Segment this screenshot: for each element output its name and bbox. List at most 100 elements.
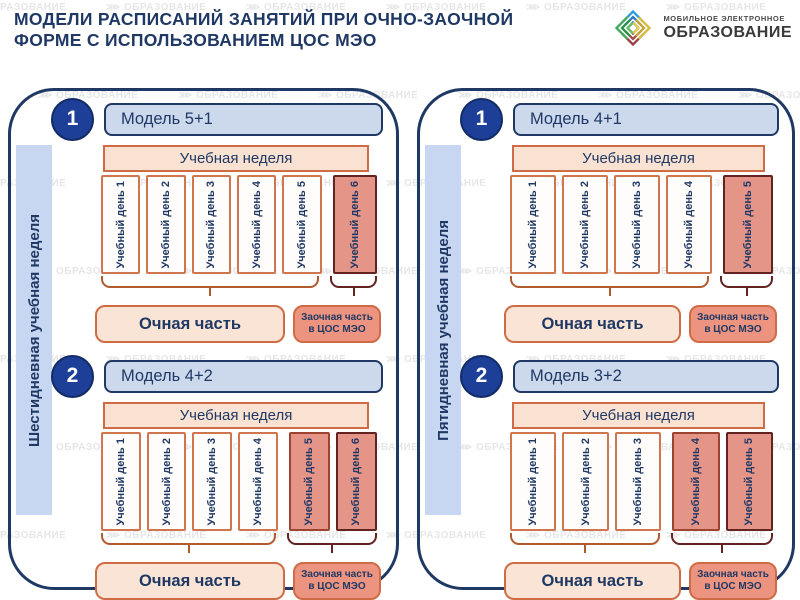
model-name: Модель 5+1 [104, 102, 383, 136]
remote-bracket [720, 276, 773, 288]
day-column: Учебный день 2 [146, 175, 186, 274]
inperson-bracket [101, 533, 277, 545]
meo-chevron-logo-icon [615, 9, 652, 47]
day-column-remote: Учебный день 5 [288, 432, 330, 531]
inperson-label: Очная часть [95, 305, 285, 343]
day-label: Учебный день 4 [250, 180, 263, 269]
day-column-remote: Учебный день 4 [672, 432, 720, 531]
model-number-badge: 2 [51, 354, 94, 398]
inperson-days-group: Учебный день 1 Учебный день 2 Учебный де… [510, 175, 712, 274]
days-row: Учебный день 1 Учебный день 2 Учебный де… [510, 432, 774, 531]
day-column: Учебный день 1 [510, 175, 556, 274]
meo-logo-text: МОБИЛЬНОЕ ЭЛЕКТРОННОЕ ОБРАЗОВАНИЕ [663, 15, 792, 41]
remote-days-group: Учебный день 5 [722, 175, 773, 274]
inperson-label: Очная часть [95, 562, 285, 600]
day-label: Учебный день 6 [350, 437, 363, 526]
remote-days-group: Учебный день 4 Учебный день 5 [672, 432, 774, 531]
days-row: Учебный день 1 Учебный день 2 Учебный де… [101, 175, 377, 274]
day-column: Учебный день 4 [237, 175, 277, 274]
model-number-badge: 1 [460, 97, 503, 141]
day-label: Учебный день 4 [251, 437, 264, 526]
day-column: Учебный день 4 [238, 432, 278, 531]
model-name: Модель 4+2 [104, 359, 383, 393]
model-4plus2: 2 Модель 4+2 Учебная неделя Учебный день… [51, 353, 383, 600]
meo-logo: МОБИЛЬНОЕ ЭЛЕКТРОННОЕ ОБРАЗОВАНИЕ [610, 6, 792, 50]
inperson-bracket [510, 276, 710, 288]
bottom-row: Очная часть Заочная часть в ЦОС МЭО [504, 562, 777, 600]
day-column: Учебный день 4 [665, 175, 712, 274]
slide-header: МОДЕЛИ РАСПИСАНИЙ ЗАНЯТИЙ ПРИ ОЧНО-ЗАОЧН… [0, 0, 800, 86]
day-label: Учебный день 5 [303, 437, 316, 526]
day-label: Учебный день 2 [160, 180, 173, 269]
day-column: Учебный день 3 [613, 175, 660, 274]
bottom-row: Очная часть Заочная часть в ЦОС МЭО [504, 305, 777, 343]
day-label: Учебный день 1 [114, 180, 127, 269]
remote-label: Заочная часть в ЦОС МЭО [689, 305, 777, 343]
remote-days-group: Учебный день 6 [332, 175, 377, 274]
model-name: Модель 3+2 [513, 359, 779, 393]
day-label: Учебный день 1 [527, 437, 540, 526]
bracket-row [510, 533, 773, 555]
remote-label: Заочная часть в ЦОС МЭО [689, 562, 777, 600]
bottom-row: Очная часть Заочная часть в ЦОС МЭО [95, 562, 381, 600]
day-column-remote: Учебный день 5 [725, 432, 774, 531]
inperson-days-group: Учебный день 1 Учебный день 2 Учебный де… [101, 175, 322, 274]
inperson-days-group: Учебный день 1 Учебный день 2 Учебный де… [510, 432, 662, 531]
inperson-label: Очная часть [504, 562, 681, 600]
model-head: 1 Модель 5+1 [51, 96, 383, 142]
page-title: МОДЕЛИ РАСПИСАНИЙ ЗАНЯТИЙ ПРИ ОЧНО-ЗАОЧН… [14, 9, 513, 51]
day-column: Учебный день 5 [282, 175, 322, 274]
day-column-remote: Учебный день 6 [335, 432, 378, 531]
page-title-line1: МОДЕЛИ РАСПИСАНИЙ ЗАНЯТИЙ ПРИ ОЧНО-ЗАОЧН… [14, 9, 514, 29]
model-number: 1 [475, 107, 488, 130]
logo-line2: ОБРАЗОВАНИЕ [663, 23, 792, 41]
logo-line1: МОБИЛЬНОЕ ЭЛЕКТРОННОЕ [663, 14, 785, 24]
day-label: Учебный день 3 [205, 180, 218, 269]
day-label: Учебный день 4 [682, 180, 695, 269]
day-label: Учебный день 5 [743, 437, 756, 526]
day-column: Учебный день 1 [101, 175, 141, 274]
remote-bracket [330, 276, 377, 288]
bottom-row: Очная часть Заочная часть в ЦОС МЭО [95, 305, 381, 343]
day-column-remote: Учебный день 6 [332, 175, 377, 274]
remote-bracket [671, 533, 773, 545]
panel-content: 1 Модель 5+1 Учебная неделя Учебный день… [51, 96, 383, 600]
day-label: Учебный день 6 [348, 180, 361, 269]
inperson-label: Очная часть [504, 305, 681, 343]
day-label: Учебный день 2 [160, 437, 173, 526]
days-row: Учебный день 1 Учебный день 2 Учебный де… [101, 432, 378, 531]
day-label: Учебный день 1 [114, 437, 127, 526]
day-label: Учебный день 1 [526, 180, 539, 269]
week-label: Учебная неделя [103, 402, 369, 429]
panel-five-day-week: Пятидневная учебная неделя 1 Модель 4+1 … [417, 88, 795, 600]
panel-six-day-week: Шестидневная учебная неделя 1 Модель 5+1… [8, 88, 399, 600]
page-title-line2: ФОРМЕ С ИСПОЛЬЗОВАНИЕМ ЦОС МЭО [14, 30, 377, 50]
model-name: Модель 4+1 [513, 102, 779, 136]
week-label: Учебная неделя [103, 145, 369, 172]
model-number-badge: 2 [460, 354, 503, 398]
day-column: Учебный день 2 [146, 432, 187, 531]
model-number-badge: 1 [51, 97, 94, 141]
model-head: 1 Модель 4+1 [460, 96, 779, 142]
week-label: Учебная неделя [512, 145, 765, 172]
model-head: 2 Модель 4+2 [51, 353, 383, 399]
day-column: Учебный день 2 [561, 175, 608, 274]
day-label: Учебный день 5 [741, 180, 754, 269]
week-label: Учебная неделя [512, 402, 765, 429]
inperson-days-group: Учебный день 1 Учебный день 2 Учебный де… [101, 432, 278, 531]
day-label: Учебный день 3 [632, 437, 645, 526]
days-row: Учебный день 1 Учебный день 2 Учебный де… [510, 175, 773, 274]
model-5plus1: 1 Модель 5+1 Учебная неделя Учебный день… [51, 96, 383, 343]
side-label-text: Шестидневная учебная неделя [25, 213, 43, 447]
model-head: 2 Модель 3+2 [460, 353, 779, 399]
bracket-row [101, 276, 377, 298]
day-column: Учебный день 3 [614, 432, 662, 531]
bracket-row [101, 533, 377, 555]
panel-content: 1 Модель 4+1 Учебная неделя Учебный день… [460, 96, 779, 600]
day-column: Учебный день 1 [510, 432, 557, 531]
day-column: Учебный день 3 [192, 432, 233, 531]
remote-bracket [287, 533, 377, 545]
day-label: Учебный день 4 [689, 437, 702, 526]
model-number: 2 [475, 364, 488, 387]
day-column: Учебный день 1 [101, 432, 141, 531]
